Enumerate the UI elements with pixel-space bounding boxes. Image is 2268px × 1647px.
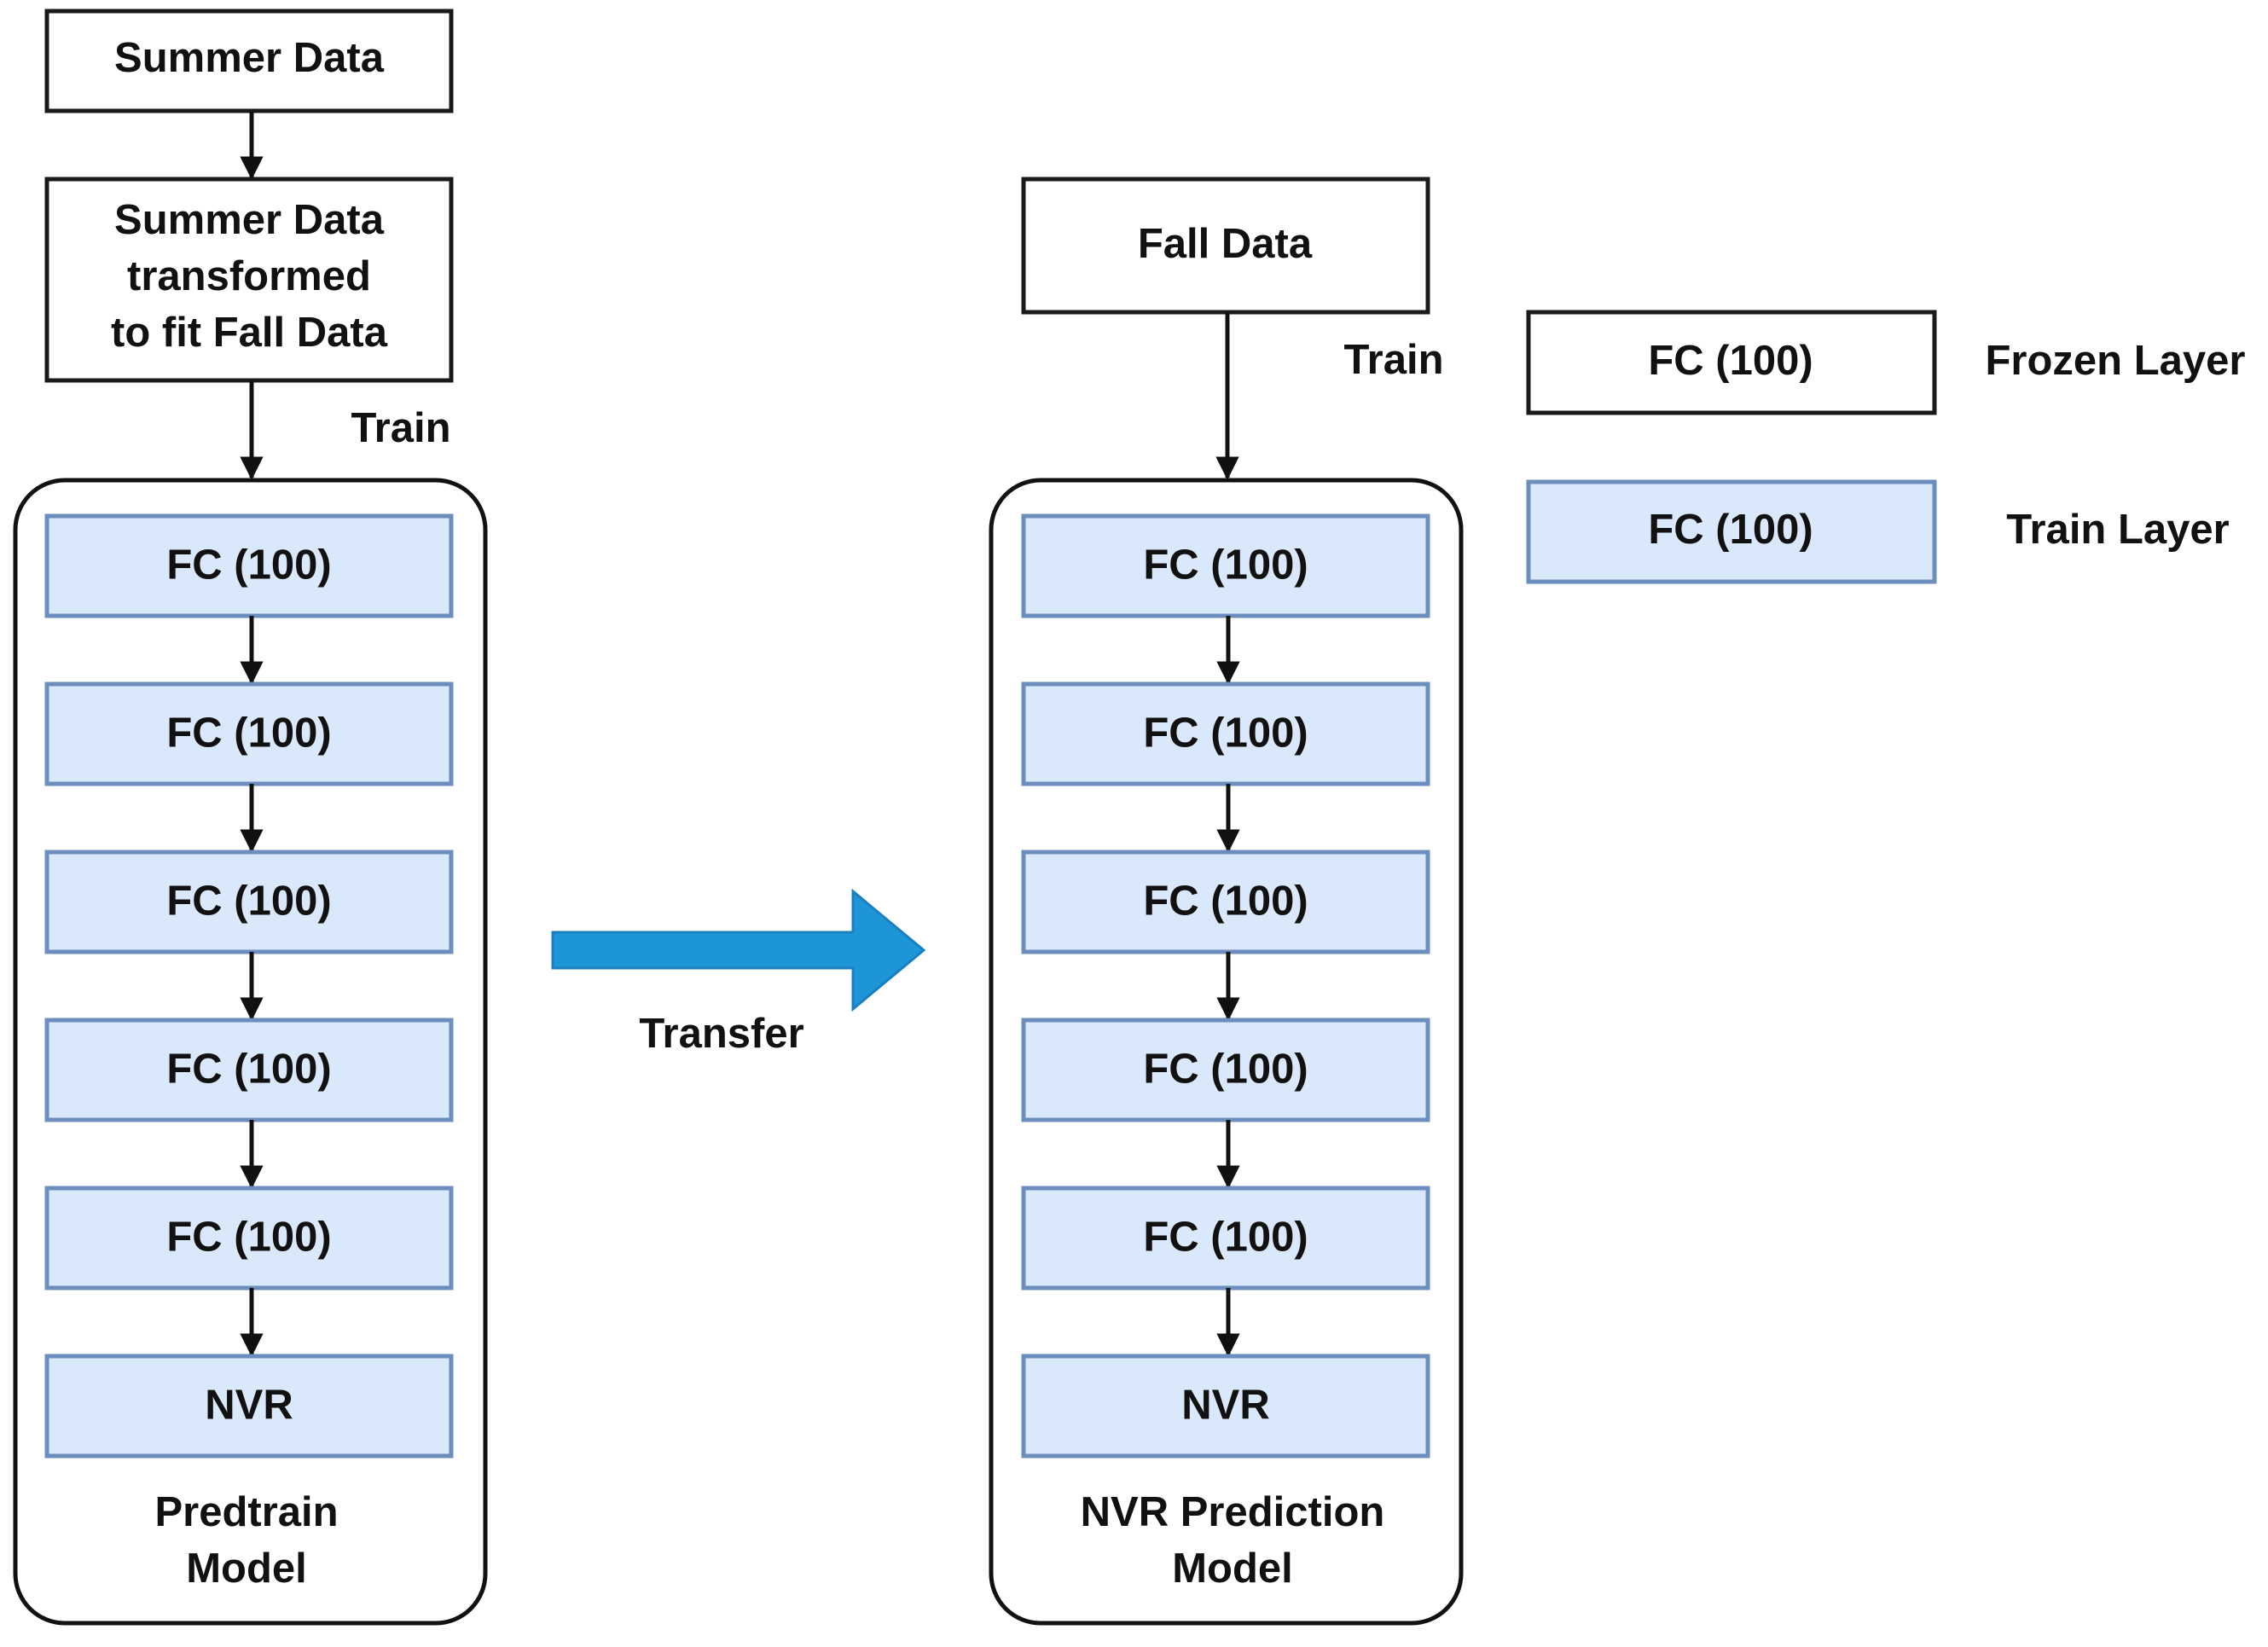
prediction-layer-4: FC (100) <box>1021 1018 1430 1122</box>
pretrain-layer-1: FC (100) <box>44 513 454 618</box>
prediction-layer-box <box>1021 850 1430 954</box>
pretrain-layer-4: FC (100) <box>44 1018 454 1122</box>
summer-data-label: Summer Data <box>114 35 385 81</box>
legend-frozen-meaning: Frozen Layer <box>1986 338 2246 384</box>
legend-train: FC (100) Train Layer <box>1526 479 2230 584</box>
fall-data-label: Fall Data <box>1138 221 1313 267</box>
pretrain-layer-label: FC (100) <box>166 878 331 924</box>
legend-frozen: FC (100) Frozen Layer <box>1526 310 2246 415</box>
prediction-layer-3: FC (100) <box>1021 850 1430 954</box>
prediction-layers: FC (100) FC (100) FC (100) FC (100) FC (100)… <box>1021 513 1430 1459</box>
prediction-caption-line-2: Model <box>1172 1546 1293 1592</box>
prediction-layer-box <box>1021 1354 1430 1459</box>
prediction-layer-label: FC (100) <box>1143 542 1308 588</box>
pretrain-layer-6: NVR <box>44 1354 454 1459</box>
pretrain-layer-label: FC (100) <box>166 1046 331 1092</box>
prediction-layer-box <box>1021 1018 1430 1122</box>
prediction-layer-5: FC (100) <box>1021 1186 1430 1290</box>
prediction-layer-box <box>1021 513 1430 618</box>
transfer-arrow: Transfer <box>551 888 926 1057</box>
fall-data-box: Fall Data <box>1021 177 1430 315</box>
pretrain-layer-box <box>44 1186 454 1290</box>
pretrain-layer-box <box>44 850 454 954</box>
prediction-layer-1: FC (100) <box>1021 513 1430 618</box>
prediction-layer-box <box>1021 681 1430 786</box>
pretrain-layer-box <box>44 1018 454 1122</box>
transformed-line-2: transformed <box>127 253 371 299</box>
legend: FC (100) Frozen Layer FC (100) Train Lay… <box>1526 310 2246 584</box>
prediction-layer-label: FC (100) <box>1143 878 1308 924</box>
pretrain-layer-2: FC (100) <box>44 681 454 786</box>
prediction-layer-box <box>1021 1186 1430 1290</box>
pretrain-caption-line-2: Model <box>186 1546 307 1592</box>
pretrain-layer-box <box>44 513 454 618</box>
pretrain-layer-box <box>44 1354 454 1459</box>
summer-data-box: Summer Data <box>44 9 454 113</box>
legend-train-box-label: FC (100) <box>1648 507 1813 553</box>
legend-train-meaning: Train Layer <box>2006 507 2229 553</box>
transformed-data-box: Summer Data transformed to fit Fall Data <box>44 177 454 383</box>
legend-frozen-box-label: FC (100) <box>1648 338 1813 384</box>
train-label-left: Train <box>351 405 450 451</box>
pretrain-model: FC (100) FC (100) FC (100) FC (100) FC (100)… <box>13 478 488 1626</box>
pretrain-layer-label: FC (100) <box>166 1214 331 1260</box>
prediction-layer-label: FC (100) <box>1143 710 1308 756</box>
pretrain-layer-label: NVR <box>205 1382 293 1428</box>
prediction-layer-label: FC (100) <box>1143 1214 1308 1260</box>
pretrain-layer-label: FC (100) <box>166 542 331 588</box>
prediction-layer-label: NVR <box>1181 1382 1269 1428</box>
pretrain-layer-5: FC (100) <box>44 1186 454 1290</box>
transfer-label: Transfer <box>639 1011 803 1057</box>
prediction-layer-6: NVR <box>1021 1354 1430 1459</box>
pretrain-layer-box <box>44 681 454 786</box>
prediction-layer-2: FC (100) <box>1021 681 1430 786</box>
prediction-layer-label: FC (100) <box>1143 1046 1308 1092</box>
prediction-caption-line-1: NVR Prediction <box>1081 1489 1385 1535</box>
prediction-model: FC (100) FC (100) FC (100) FC (100) FC (100)… <box>989 478 1464 1626</box>
transformed-line-1: Summer Data <box>114 197 385 243</box>
pretrain-layer-label: FC (100) <box>166 710 331 756</box>
pretrain-layers: FC (100) FC (100) FC (100) FC (100) FC (100)… <box>44 513 454 1459</box>
pretrain-layer-3: FC (100) <box>44 850 454 954</box>
train-label-right: Train <box>1343 337 1443 383</box>
transformed-line-3: to fit Fall Data <box>111 310 388 356</box>
pretrain-caption-line-1: Predtrain <box>154 1489 338 1535</box>
